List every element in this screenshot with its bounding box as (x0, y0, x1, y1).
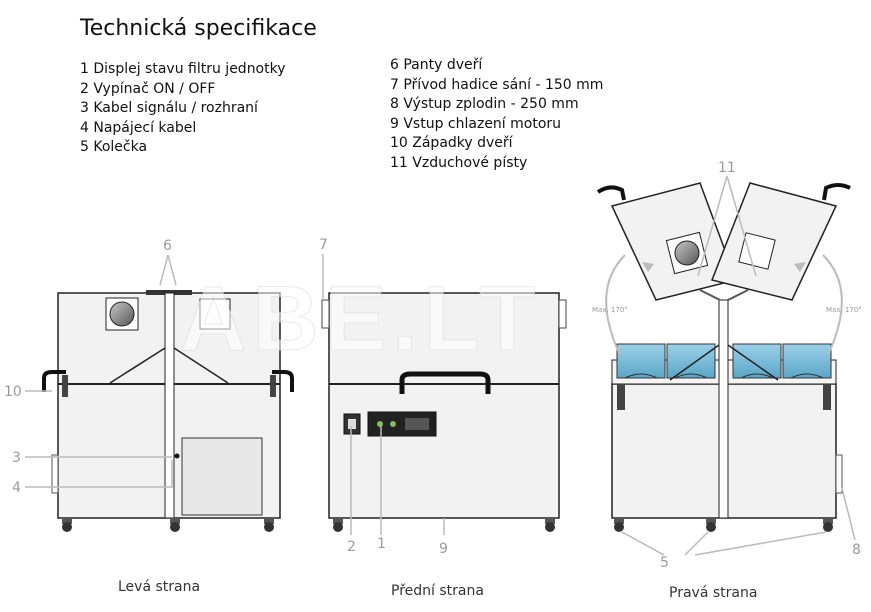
piston-struts (109, 347, 229, 384)
callout-lines (25, 175, 856, 556)
spec-item: 11 Vzduchové písty (390, 154, 528, 171)
swing-arc-right (822, 254, 843, 356)
spec-item: 2 Vypínač ON / OFF (80, 80, 216, 97)
angle-label-left: Max. 170° (592, 306, 628, 314)
spec-item: 6 Panty dveří (390, 57, 483, 73)
callout-3: 3 (12, 450, 21, 466)
vent-panel (199, 298, 231, 330)
spec-item: 1 Displej stavu filtru jednotky (80, 61, 286, 77)
view-label-right: Pravá strana (669, 585, 757, 601)
power-switch-rocker (348, 419, 356, 429)
vent-panel (738, 232, 776, 270)
casters (333, 518, 555, 532)
casters (62, 518, 274, 532)
right-side-view: Max. 170° Max. 170° (592, 182, 862, 532)
spec-list-left: 1 Displej stavu filtru jednotky 2 Vypína… (80, 60, 286, 158)
spec-item: 8 Výstup zplodin - 250 mm (390, 96, 579, 112)
spec-item: 4 Napájecí kabel (80, 119, 197, 136)
piston-struts (669, 344, 779, 381)
side-outlet (51, 454, 59, 494)
filter-cartridge (666, 343, 716, 379)
swing-arc-left (605, 254, 626, 356)
center-post (164, 292, 175, 519)
view-label-front: Přední strana (391, 583, 484, 599)
filter-cartridge (616, 343, 666, 379)
callout-9: 9 (439, 541, 448, 557)
spec-item: 5 Kolečka (80, 139, 148, 155)
exhaust-outlet (835, 454, 843, 494)
callout-4: 4 (12, 480, 21, 496)
callout-2: 2 (347, 539, 356, 555)
door-latch-left (596, 185, 626, 201)
angle-label-right: Max. 170° (826, 306, 862, 314)
casters (614, 518, 833, 532)
door-latch-right (822, 183, 851, 201)
spec-list-right: 6 Panty dveří 7 Přívod hadice sání - 150… (390, 56, 603, 173)
signal-port (174, 453, 180, 459)
gas-pistons (699, 289, 749, 301)
latch-clip (62, 375, 68, 397)
callout-10: 10 (4, 384, 22, 400)
spec-item: 9 Vstup chlazení motoru (390, 115, 562, 132)
access-panel (181, 437, 263, 516)
latch-clip (270, 375, 276, 397)
callout-5: 5 (660, 555, 669, 571)
display-screen (405, 418, 429, 430)
callout-6: 6 (163, 238, 172, 254)
spec-item: 3 Kabel signálu / rozhraní (80, 100, 258, 116)
filter-display-gauge (674, 240, 700, 266)
center-post (718, 299, 729, 519)
callout-arrowheads (642, 262, 806, 272)
cabinet-body (328, 292, 560, 519)
latch-clip (823, 384, 831, 410)
watermark: ABE.LT (180, 268, 541, 370)
callout-11: 11 (718, 160, 736, 176)
view-label-left: Levá strana (118, 579, 200, 595)
door-latch-right (272, 370, 294, 392)
filter-cartridge (782, 343, 832, 379)
callout-8: 8 (852, 542, 861, 558)
latch-clip (617, 384, 625, 410)
status-led (377, 421, 383, 427)
spec-item: 7 Přívod hadice sání - 150 mm (390, 76, 604, 93)
intake-port-left (321, 299, 330, 329)
filter-display-gauge (109, 301, 135, 327)
front-view (321, 292, 567, 532)
left-side-view (42, 290, 294, 532)
page-title: Technická specifikace (80, 16, 317, 41)
intake-port-right (558, 299, 567, 329)
door-latch-left (42, 370, 66, 392)
status-led (390, 421, 396, 427)
callout-1: 1 (377, 536, 386, 552)
carry-handle (399, 371, 491, 394)
spec-item: 10 Západky dveří (390, 135, 513, 151)
filter-cartridge (732, 343, 782, 379)
callout-7: 7 (319, 237, 328, 253)
